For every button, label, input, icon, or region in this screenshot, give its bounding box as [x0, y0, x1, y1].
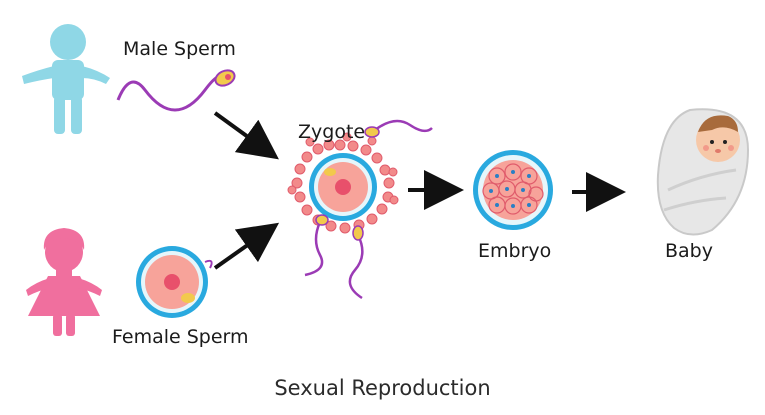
embryo-label: Embryo	[478, 240, 552, 262]
male-sperm-icon	[116, 69, 236, 112]
male-sperm-label: Male Sperm	[123, 38, 236, 60]
baby-label: Baby	[665, 240, 713, 262]
diagram-caption: Sexual Reproduction	[274, 376, 491, 400]
male-figure-icon	[22, 24, 110, 134]
female-sperm-label: Female Sperm	[112, 326, 249, 348]
arrow-female-to-zygote	[213, 222, 280, 270]
zygote-icon	[287, 119, 433, 300]
embryo-icon	[473, 150, 553, 230]
arrow-male-to-zygote	[213, 111, 279, 160]
baby-icon	[656, 108, 750, 236]
zygote-label: Zygote	[298, 121, 366, 143]
egg-cell-icon	[136, 246, 213, 318]
female-figure-icon	[26, 228, 102, 336]
